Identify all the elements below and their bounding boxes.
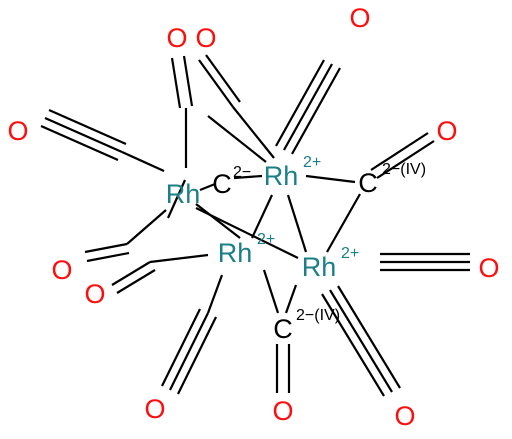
bond-c-rh [305, 174, 356, 184]
bond-layer [40, 54, 470, 397]
carbon-charge: 2− [233, 164, 251, 181]
bond-c-rh [207, 115, 267, 163]
oxygen-atom: O [394, 401, 415, 431]
bond-c-o [370, 132, 429, 171]
oxygen-atom: O [166, 23, 187, 53]
oxygen-atom: O [7, 116, 28, 146]
bond-c-rh [326, 193, 361, 253]
rhodium-atom: Rh [302, 252, 337, 282]
carbon-atoms: C 2− C 2−(IV) C 2−(IV) [212, 161, 426, 344]
bond-rh-rh [286, 194, 308, 253]
bond-triple-co [205, 54, 241, 103]
rhodium-charge: 2+ [303, 154, 321, 171]
bond-rh-rh [251, 194, 273, 239]
bond-triple-co [161, 308, 201, 387]
bond-triple-co [275, 59, 325, 147]
bond-c-rh [262, 269, 280, 314]
bond-rh-rh [195, 207, 299, 259]
bond-c-rh [233, 174, 263, 180]
bond-triple-co [169, 312, 209, 391]
oxygen-atom: O [272, 396, 293, 426]
oxygen-atom: O [478, 253, 499, 283]
bond-c-rh [121, 150, 165, 173]
bond-triple-co [337, 285, 401, 389]
carbon-charge: 2−(IV) [382, 161, 426, 178]
oxygen-atom: O [144, 394, 165, 424]
bond-rh-rh [195, 203, 241, 239]
bond-c-o [170, 57, 182, 109]
rhodium-atom: Rh [166, 179, 201, 209]
carbon-atom: C [212, 169, 232, 199]
bond-c-rh [149, 253, 209, 264]
bond-triple-co [329, 289, 393, 393]
bond-c-o [116, 269, 156, 294]
bond-triple-co [321, 293, 385, 397]
bond-triple-co [44, 116, 123, 154]
bond-c-o [84, 242, 128, 254]
oxygen-atom: O [195, 23, 216, 53]
oxygen-atom: O [51, 255, 72, 285]
oxygen-atom: O [349, 3, 370, 33]
bond-c-rh [126, 209, 167, 245]
oxygen-atoms: O O O O O O O O O O O [7, 3, 499, 431]
bond-c-rh [166, 179, 187, 219]
carbon-atom: C [358, 168, 378, 198]
oxygen-atom: O [436, 116, 457, 146]
rhodium-charge: 2+ [257, 231, 275, 248]
oxygen-atom: O [84, 279, 105, 309]
rhodium-atom: Rh [218, 238, 253, 268]
bond-triple-co [40, 124, 119, 162]
bond-c-o [111, 261, 151, 286]
rhodium-charge: 2+ [341, 245, 359, 262]
bond-c-rh [232, 106, 275, 159]
bond-c-o [376, 140, 435, 179]
bond-triple-co [198, 59, 234, 108]
bond-triple-co [177, 316, 217, 395]
bond-c-rh [206, 274, 224, 314]
carbon-atom: C [273, 314, 293, 344]
carbon-charge: 2−(IV) [296, 307, 340, 324]
rhodium-atoms: Rh Rh 2+ Rh 2+ Rh 2+ [166, 154, 360, 282]
bond-triple-co [283, 63, 333, 151]
rhodium-atom: Rh [264, 161, 299, 191]
bond-c-rh [199, 182, 216, 192]
bond-triple-co [48, 108, 127, 146]
bond-c-o [86, 251, 130, 263]
bond-c-rh [284, 284, 298, 314]
bond-c-o [182, 55, 194, 107]
bond-triple-co [291, 67, 341, 155]
